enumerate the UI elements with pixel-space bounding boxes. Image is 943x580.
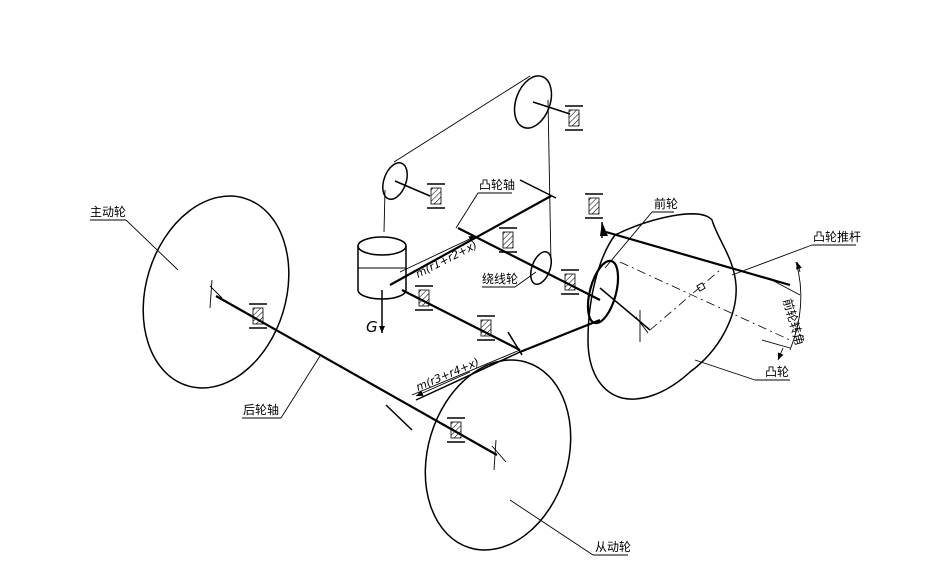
- weight-cylinder: [357, 236, 407, 333]
- driven-wheel-label: 从动轮: [595, 540, 631, 554]
- drive-wheel: [142, 195, 290, 389]
- weight-label: G: [366, 318, 378, 336]
- cam-label: 凸轮: [765, 365, 789, 379]
- bearings: [249, 105, 603, 443]
- dimension-upper: [399, 235, 477, 273]
- dimension-upper-label: m(r1+r2+x): [413, 239, 479, 281]
- winding-wheel: [457, 227, 601, 301]
- cam: [587, 213, 737, 400]
- drive-wheel-label: 主动轮: [90, 205, 126, 219]
- driven-wheel: [424, 359, 572, 551]
- leader-lines: [90, 192, 856, 556]
- front-wheel-label: 前轮: [654, 196, 678, 211]
- dimension-lower: [411, 349, 521, 397]
- front-wheel-angle-label: 前轮转角: [780, 297, 808, 347]
- winding-wheel-label: 绕线轮: [482, 272, 518, 286]
- rear-axle-label: 后轮轴: [243, 402, 279, 417]
- pulley-system: [382, 75, 571, 266]
- front-wheel-angle-indicator: [761, 261, 802, 361]
- cam-follower-label: 凸轮推杆: [813, 230, 861, 244]
- cam-shaft-label: 凸轮轴: [479, 177, 515, 192]
- cam-follower: [600, 222, 791, 341]
